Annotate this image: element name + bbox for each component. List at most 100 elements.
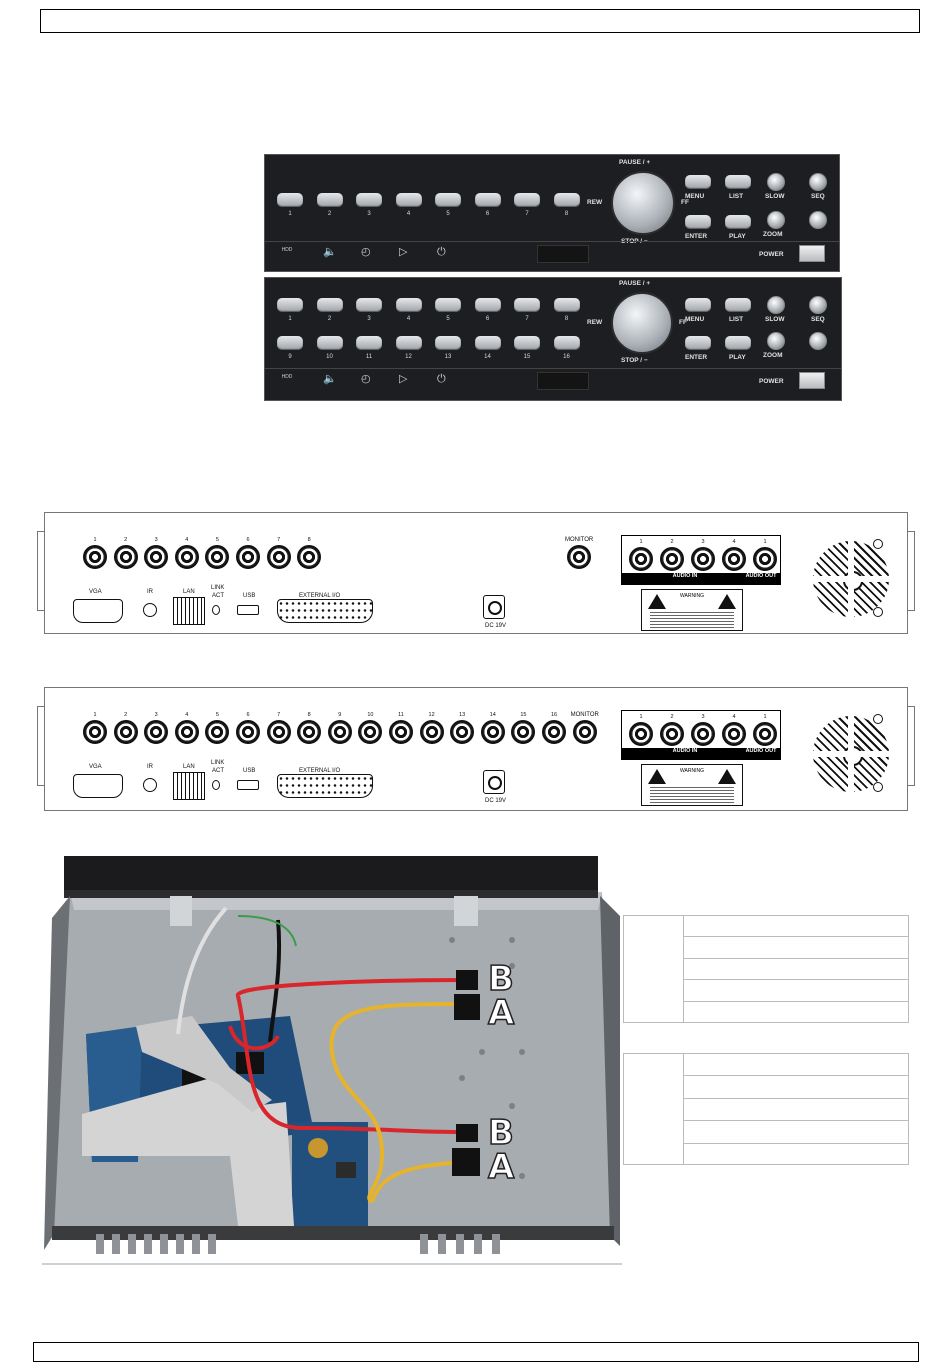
play-button[interactable] [725, 336, 751, 350]
channel-button[interactable] [277, 336, 303, 350]
channel-button[interactable] [356, 193, 382, 207]
video-input-bnc[interactable] [144, 720, 169, 744]
channel-button[interactable] [474, 298, 501, 312]
enter-button[interactable] [685, 336, 711, 350]
video-input-bnc[interactable] [83, 720, 107, 744]
vga-port[interactable] [73, 774, 123, 798]
video-input-bnc[interactable] [358, 720, 383, 744]
video-input-bnc[interactable] [144, 545, 169, 569]
usb-port[interactable] [237, 605, 259, 615]
list-button[interactable] [725, 298, 751, 312]
video-input-bnc[interactable] [174, 545, 199, 569]
video-input-bnc[interactable] [174, 720, 199, 744]
video-input-bnc[interactable] [113, 720, 138, 744]
external-io-port[interactable] [277, 599, 373, 623]
lan-port[interactable] [173, 597, 205, 625]
channel-number: 5 [446, 211, 450, 217]
audio-rca[interactable] [691, 547, 715, 571]
audio-rca[interactable] [753, 722, 777, 746]
channel-button[interactable] [514, 193, 540, 207]
seq-button[interactable] [809, 296, 827, 314]
audio-rca[interactable] [660, 722, 684, 746]
channel-button[interactable] [514, 298, 540, 312]
channel-button[interactable] [553, 193, 580, 207]
bracket [454, 896, 478, 926]
vga-port[interactable] [73, 599, 123, 623]
audio-rca[interactable] [722, 547, 746, 571]
audio-rca[interactable] [629, 547, 653, 571]
slow-button[interactable] [767, 296, 785, 314]
audio-rca[interactable] [660, 547, 684, 571]
power-led-icon: ⏻ [437, 373, 446, 385]
slow-button[interactable] [767, 173, 785, 191]
lan-port[interactable] [173, 772, 205, 800]
channel-button[interactable] [474, 336, 501, 350]
channel-button[interactable] [474, 193, 501, 207]
quad-button[interactable] [809, 211, 827, 229]
video-input-bnc[interactable] [83, 545, 107, 569]
video-input-bnc[interactable] [205, 720, 230, 744]
video-input-bnc[interactable] [236, 545, 260, 569]
monitor-bnc[interactable] [572, 720, 597, 744]
video-input-bnc[interactable] [327, 720, 352, 744]
video-input-bnc[interactable] [297, 720, 322, 744]
video-input-bnc[interactable] [266, 720, 291, 744]
jog-dial[interactable] [611, 171, 675, 235]
power-button[interactable] [799, 245, 825, 262]
video-input-bnc[interactable] [450, 720, 475, 744]
dc-power-jack[interactable] [483, 595, 505, 619]
audio-rca[interactable] [753, 547, 777, 571]
channel-button[interactable] [316, 193, 343, 207]
video-input-bnc[interactable] [419, 720, 444, 744]
video-input-bnc[interactable] [542, 720, 566, 744]
zoom-button[interactable] [767, 211, 785, 229]
video-input-bnc[interactable] [480, 720, 505, 744]
channel-button[interactable] [395, 298, 422, 312]
audio-rca[interactable] [629, 722, 653, 746]
channel-button[interactable] [435, 193, 461, 207]
menu-button[interactable] [685, 175, 711, 189]
audio-channel-number: 4 [732, 714, 736, 720]
channel-button[interactable] [316, 336, 343, 350]
audio-rca[interactable] [691, 722, 715, 746]
play-button[interactable] [725, 215, 751, 229]
channel-button[interactable] [277, 298, 303, 312]
channel-button[interactable] [553, 298, 580, 312]
ir-port[interactable] [143, 778, 157, 792]
audio-rca[interactable] [722, 722, 746, 746]
quad-button[interactable] [809, 332, 827, 350]
audio-channel-number: 3 [701, 714, 705, 720]
seq-button[interactable] [809, 173, 827, 191]
external-io-port[interactable] [277, 774, 373, 798]
video-input-bnc[interactable] [266, 545, 291, 569]
zoom-button[interactable] [767, 332, 785, 350]
channel-button[interactable] [356, 298, 382, 312]
enter-button[interactable] [685, 215, 711, 229]
menu-button[interactable] [685, 298, 711, 312]
jog-dial[interactable] [611, 292, 673, 354]
video-input-bnc[interactable] [113, 545, 138, 569]
channel-button[interactable] [277, 193, 303, 207]
monitor-bnc[interactable] [567, 545, 591, 569]
ir-port[interactable] [143, 603, 157, 617]
power-button[interactable] [799, 372, 825, 389]
video-input-bnc[interactable] [205, 545, 230, 569]
channel-button[interactable] [514, 336, 540, 350]
channel-button[interactable] [316, 298, 343, 312]
channel-button[interactable] [435, 298, 461, 312]
channel-button[interactable] [356, 336, 382, 350]
video-input-bnc[interactable] [389, 720, 413, 744]
list-button[interactable] [725, 175, 751, 189]
green-wire [237, 915, 297, 947]
usb-port[interactable] [237, 780, 259, 790]
channel-button[interactable] [395, 193, 422, 207]
channel-button[interactable] [395, 336, 422, 350]
channel-button[interactable] [435, 336, 461, 350]
video-input-bnc[interactable] [297, 545, 322, 569]
dc-power-jack[interactable] [483, 770, 505, 794]
video-input-bnc[interactable] [236, 720, 260, 744]
list-label: LIST [729, 193, 744, 200]
channel-button[interactable] [553, 336, 580, 350]
video-input-bnc[interactable] [511, 720, 536, 744]
status-divider [265, 241, 839, 242]
